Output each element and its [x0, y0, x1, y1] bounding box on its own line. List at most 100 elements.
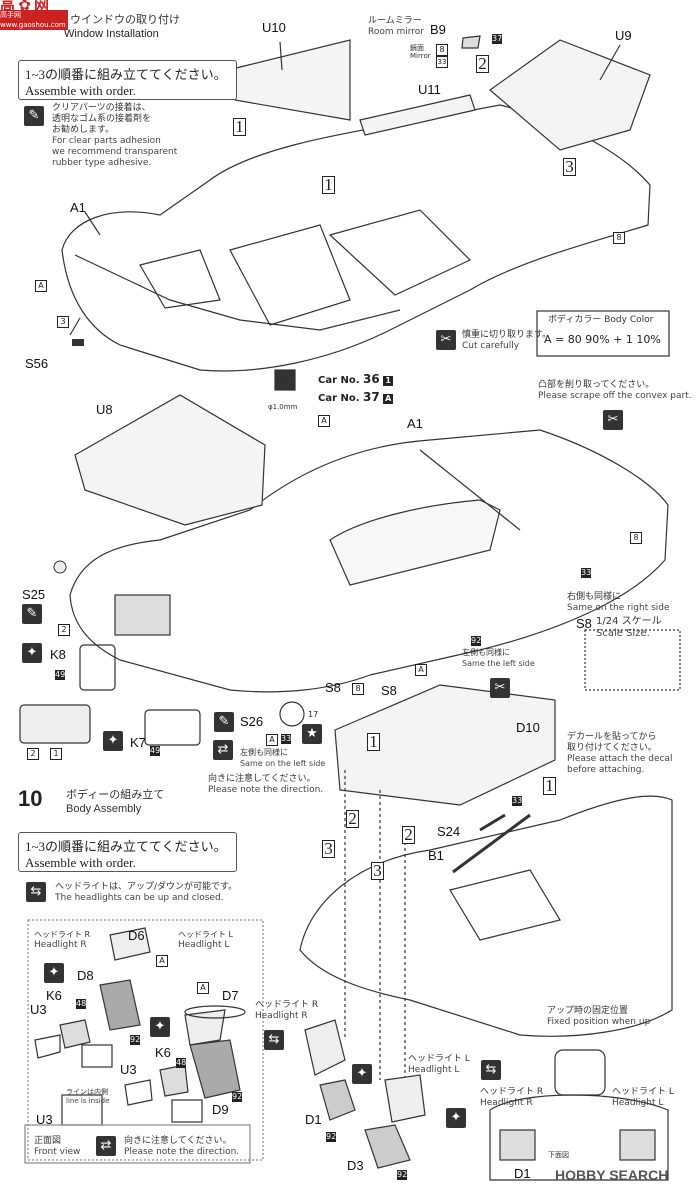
same-left2-jp: 左側も同様に	[240, 748, 288, 757]
same-right-jp: 右側も同様に	[567, 592, 622, 602]
room-mirror-jp: ルームミラー	[368, 16, 422, 26]
part-a-s26: A	[266, 734, 278, 746]
part-s8-b: S8	[381, 683, 397, 698]
part-s25: S25	[22, 587, 46, 602]
num-3-s56: 3	[57, 316, 69, 328]
car-no-37-value: 37	[363, 390, 380, 404]
num-49b: 49	[150, 746, 161, 756]
headlight-jp: ヘッドライトは、アップ/ダウンが可能です。	[55, 882, 238, 892]
clear-en2: we recommend transparent	[52, 147, 178, 157]
updown-icon: ⇆	[26, 882, 46, 902]
car-no-36: Car No. 36 1	[318, 372, 394, 386]
line-en: line is inside	[66, 1097, 110, 1105]
part-u8: U8	[96, 402, 113, 417]
watermark: HOBBY SEARCH	[555, 1167, 669, 1183]
same-right-note: 右側も同様に Same on the right side	[567, 592, 670, 614]
headlight-subframe	[27, 919, 264, 1161]
paint-icon-k8: ✦	[22, 643, 42, 663]
headlight-r-main: ヘッドライト R Headlight R	[255, 1000, 318, 1022]
headlight-r-bottom: ヘッドライト R Headlight R	[480, 1087, 543, 1109]
step10-number: 10	[18, 786, 43, 811]
step-3-hood: 3	[322, 840, 335, 858]
part-u11: U11	[418, 82, 441, 97]
num-8b: 8	[613, 232, 625, 244]
upper-body-outline	[61, 104, 651, 372]
order-jp-10: 1~3の順番に組み立ててください。	[25, 839, 227, 854]
mirror-label: 鏡面 Mirror	[410, 44, 431, 60]
u10-glass	[227, 39, 351, 121]
headlight-r-en: Headlight R	[34, 940, 87, 950]
num-33-wiper: 33	[512, 796, 523, 806]
part-u9: U9	[615, 28, 632, 43]
num-33-s26: 33	[281, 734, 292, 744]
part-a1-middle: A1	[407, 416, 423, 431]
decal-jp2: 取り付けてください。	[567, 743, 657, 753]
num-17: 17	[308, 710, 319, 720]
car-no-37: Car No. 37 A	[318, 390, 394, 404]
part-s8-a: S8	[325, 680, 341, 695]
order-box-10: 1~3の順番に組み立ててください。 Assemble with order.	[18, 832, 237, 872]
part-d3: D3	[347, 1158, 364, 1173]
num-48: 48	[76, 999, 87, 1009]
part-d9: D9	[212, 1102, 229, 1117]
same-left2-en: Same on the left side	[240, 759, 326, 768]
scrape-note: 凸部を削り取ってください。 Please scrape off the conv…	[538, 380, 692, 402]
step-1-u10: 1	[233, 118, 246, 136]
step10-en-title: Body Assembly	[66, 803, 142, 815]
step-2-hood-b: 2	[402, 826, 415, 844]
paint-icon-d9: ✦	[150, 1017, 170, 1037]
num-92-d3: 92	[397, 1170, 408, 1180]
mirror-jp: 鏡面	[410, 44, 424, 52]
part-d6: D6	[128, 928, 145, 943]
drill-size: φ1.0mm	[268, 403, 298, 411]
headlight-l-main-jp: ヘッドライト L	[408, 1054, 470, 1064]
cut-en: Cut carefully	[462, 341, 520, 351]
num-8-middle: 8	[630, 532, 642, 544]
headlight-l-en: Headlight L	[178, 940, 230, 950]
headlight-r-bottom-jp: ヘッドライト R	[480, 1087, 544, 1097]
hood-d10	[334, 684, 556, 806]
bottom-view-label: 下面図	[548, 1151, 569, 1159]
front-view-en: Front view	[34, 1147, 81, 1157]
decal-jp1: デカールを貼ってから	[567, 732, 657, 742]
num-49: 49	[55, 670, 66, 680]
part-d8: D8	[77, 968, 94, 983]
headlight-r-jp: ヘッドライト R	[34, 930, 91, 939]
part-s24: S24	[437, 824, 461, 839]
part-k8: K8	[50, 647, 66, 662]
headlight-l-jp: ヘッドライト L	[178, 930, 233, 939]
front-view-label: 正面図 Front view	[34, 1136, 80, 1158]
same-left-side-note: 左側も同様に Same on the left side	[240, 748, 325, 769]
cut-note: 慎重に切り取ります。 Cut carefully	[462, 330, 551, 352]
part-s8-scale: S8	[576, 616, 592, 631]
order-en-10: Assemble with order.	[25, 855, 136, 870]
room-mirror-en: Room mirror	[368, 27, 425, 37]
part-b1: B1	[428, 848, 444, 863]
num-1-k8box: 1	[50, 748, 62, 760]
marker-1: 1	[383, 376, 394, 386]
same-left-note: 左側も同様に Same the left side	[462, 648, 535, 669]
room-mirror-label: ルームミラー Room mirror	[368, 16, 424, 38]
step-3-u9: 3	[563, 158, 576, 176]
step-1-u11: 1	[322, 176, 335, 194]
num-8-s8: 8	[352, 683, 364, 695]
clear-jp1: クリアパーツの接着は、	[52, 103, 151, 113]
num-37: 37	[492, 34, 503, 44]
headlight-en: The headlights can be up and closed.	[55, 893, 224, 903]
u8-glass	[74, 394, 266, 526]
part-a-d6: A	[156, 955, 168, 967]
step-1-hood-right: 1	[543, 777, 556, 795]
car-no-label-36: Car No.	[318, 375, 360, 386]
scrape-jp: 凸部を削り取ってください。	[538, 380, 655, 390]
k8-part-box	[19, 704, 91, 744]
part-d10: D10	[516, 720, 540, 735]
num-92-d8: 92	[130, 1035, 141, 1045]
direction-jp-10: 向きに注意してください。	[124, 1136, 232, 1146]
part-s56: S56	[25, 356, 49, 371]
part-u3-c: U3	[36, 1112, 53, 1127]
step-3-hood-b: 3	[371, 862, 384, 880]
glue-icon-s26: ✎	[214, 712, 234, 732]
headlight-l-bottom-en: Headlight L	[612, 1098, 664, 1108]
scale-en: Scale Size.	[596, 628, 650, 639]
part-u10: U10	[262, 20, 286, 35]
